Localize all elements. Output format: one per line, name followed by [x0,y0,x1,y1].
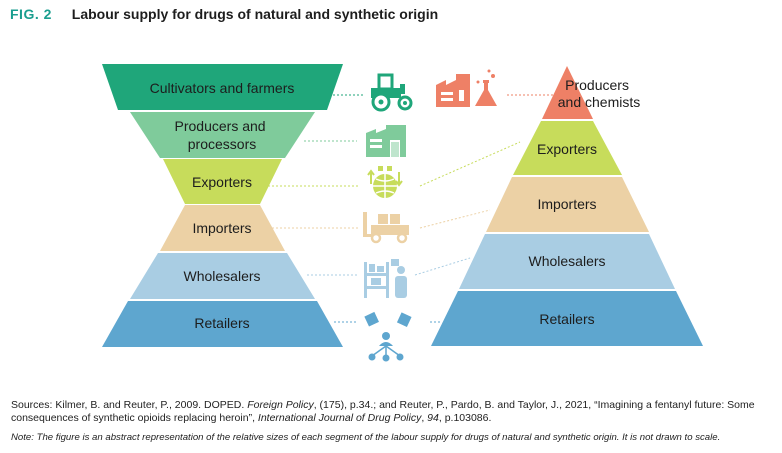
globe-export-icon [367,166,403,198]
natural-segment-exporters: Exporters [163,159,282,204]
natural-segment-retailers: Retailers [102,301,343,347]
sources-sep: , [421,412,428,424]
sources-volume: 94 [427,412,439,424]
synthetic-segment-wholesalers-shape [459,234,675,289]
flask-icon [475,69,497,106]
natural-segment-producers-processors-label: Producers and processors [175,118,270,152]
synthetic-segment-retailers-label: Retailers [539,311,594,327]
figure-title: Labour supply for drugs of natural and s… [71,6,439,22]
sources-prefix: Sources: Kilmer, B. and Reuter, P., 2009… [11,399,248,411]
natural-segment-wholesalers-shape [130,253,315,299]
natural-segment-cultivators-label: Cultivators and farmers [150,80,295,96]
natural-segment-retailers-shape [102,301,343,347]
natural-segment-cultivators: Cultivators and farmers [102,64,343,110]
figure-header: FIG. 2 Labour supply for drugs of natura… [10,6,438,22]
factory-icon [436,74,470,107]
natural-segment-importers: Importers [160,205,285,251]
connector-synthetic-exporters [419,141,521,187]
synthetic-segment-producers-chemists-label: Producers and chemists [558,77,640,110]
natural-segment-exporters-label: Exporters [192,174,252,190]
sources-suffix: , p.103086. [438,412,492,424]
natural-segment-importers-shape [160,205,285,251]
sources-text: Sources: Kilmer, B. and Reuter, P., 2009… [11,399,771,425]
synthetic-segment-wholesalers: Wholesalers [459,234,675,289]
synthetic-segment-importers-label: Importers [537,196,596,212]
connector-synthetic-importers [419,209,491,229]
synthetic-segment-exporters: Exporters [513,121,622,175]
synthetic-segment-importers-shape [486,177,649,232]
sources-journal-2: International Journal of Drug Policy [257,412,422,424]
connector-lines [268,94,558,323]
note-text: Note: The figure is an abstract represen… [11,432,721,443]
synthetic-segment-exporters-shape [513,121,622,175]
wholesaler-icon [364,259,407,298]
retail-network-icon [364,311,412,362]
sources-mid: , (175), p.34.; and Reuter, P., Pardo, B… [11,399,755,424]
natural-segment-producers-processors-shape [130,112,315,158]
natural-segment-wholesalers: Wholesalers [130,253,315,299]
natural-origin-hourglass: Cultivators and farmers Producers and pr… [102,64,343,347]
synthetic-origin-pyramid: Producers and chemists Exporters Importe… [431,66,703,346]
connector-synthetic-wholesalers [414,257,471,276]
synthetic-segment-retailers: Retailers [431,291,703,346]
synthetic-segment-producers-chemists: Producers and chemists [542,66,640,119]
synthetic-segment-retailers-shape [431,291,703,346]
natural-segment-importers-label: Importers [192,220,251,236]
tractor-icon [371,73,413,112]
synthetic-segment-importers: Importers [486,177,649,232]
natural-segment-cultivators-shape [102,64,343,110]
synthetic-segment-producers-chemists-shape [542,66,593,119]
sources-journal-1: Foreign Policy [247,399,314,411]
natural-segment-retailers-label: Retailers [194,315,249,331]
synthetic-segment-exporters-label: Exporters [537,141,597,157]
natural-segment-wholesalers-label: Wholesalers [183,268,260,284]
synthetic-segment-wholesalers-label: Wholesalers [528,253,605,269]
natural-segment-producers-processors: Producers and processors [130,112,315,158]
forklift-icon [363,212,409,244]
figure-label: FIG. 2 [10,6,52,22]
natural-segment-exporters-shape [163,159,282,204]
warehouse-icon [366,125,406,157]
labour-supply-diagram: Cultivators and farmers Producers and pr… [102,64,703,362]
